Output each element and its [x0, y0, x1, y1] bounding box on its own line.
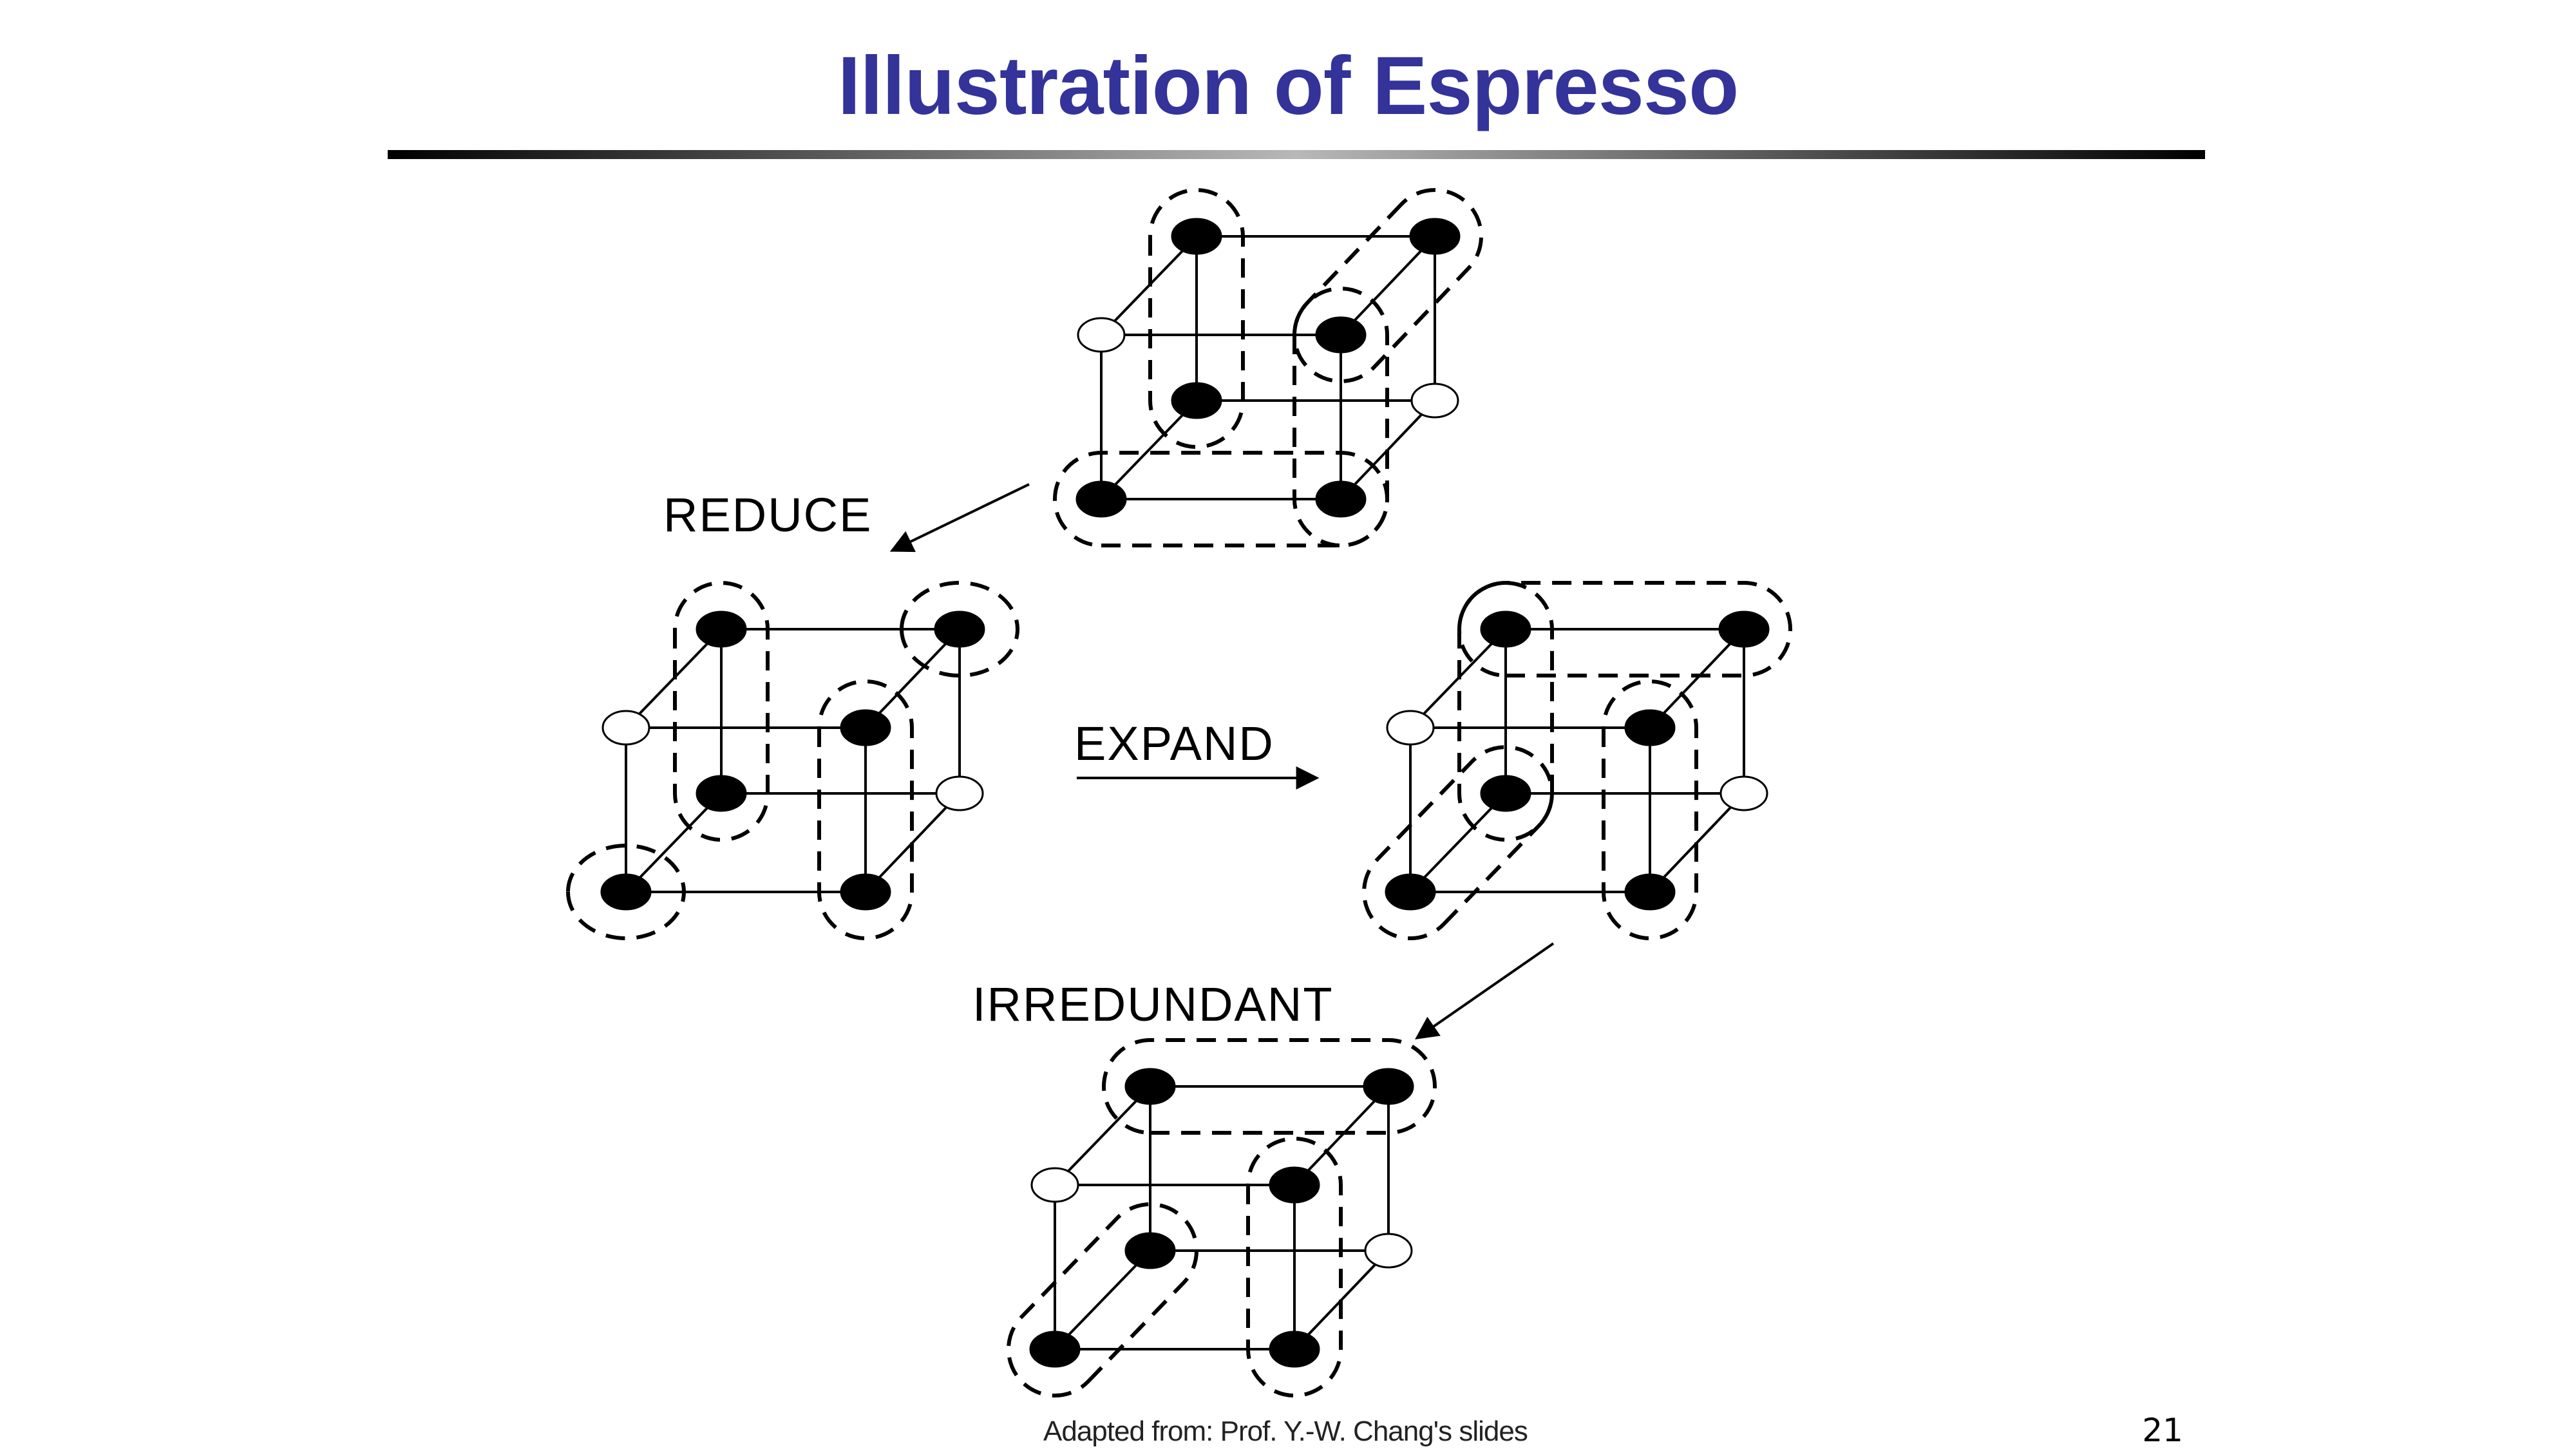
page-number: 21: [2142, 1412, 2183, 1449]
cube-edge: [1649, 628, 1745, 729]
grouping-ring: [1293, 188, 1483, 383]
minterm-filled-G: [1315, 480, 1367, 518]
minterm-filled-B: [934, 611, 985, 648]
minterm-filled-F: [1624, 709, 1676, 746]
minterm-filled-B: [1363, 1068, 1414, 1105]
minterm-filled-B: [1409, 218, 1461, 255]
grouping-ring: [1148, 188, 1245, 449]
minterm-filled-D: [696, 775, 747, 812]
minterm-filled-C: [600, 873, 652, 911]
minterm-filled-A: [1171, 218, 1222, 255]
grouping-ring: [1102, 1038, 1437, 1135]
footer-credit: Adapted from: Prof. Y.-W. Chang's slides: [1043, 1416, 1528, 1447]
grouping-ring: [673, 581, 770, 842]
minterm-empty-E: [1077, 317, 1126, 353]
cube-edge: [1100, 399, 1198, 500]
grouping-ring: [1457, 581, 1792, 677]
cube-reduced: [565, 581, 1020, 940]
minterm-filled-D: [1124, 1232, 1176, 1269]
minterm-filled-C: [1075, 480, 1127, 518]
cube-edge: [625, 792, 723, 893]
grouping-ring: [899, 581, 1020, 677]
grouping-ring: [1602, 679, 1698, 940]
cube-edge: [1340, 235, 1436, 336]
minterm-empty-H: [935, 775, 984, 811]
reduce-arrow: [889, 483, 1030, 553]
minterm-filled-F: [1315, 316, 1367, 354]
grouping-ring: [1053, 451, 1389, 547]
grouping-ring: [1246, 1137, 1343, 1397]
minterm-filled-F: [840, 709, 891, 746]
reduce-label: REDUCE: [663, 488, 872, 542]
minterm-empty-E: [1386, 710, 1435, 746]
minterm-filled-G: [1624, 873, 1676, 911]
slide-title: Illustration of Espresso: [837, 40, 1739, 132]
minterm-filled-G: [840, 873, 891, 911]
minterm-filled-A: [696, 611, 747, 648]
expand-label: EXPAND: [1074, 717, 1274, 770]
cube-edge: [1054, 1249, 1151, 1350]
minterm-filled-C: [1029, 1331, 1081, 1368]
minterm-filled-F: [1269, 1166, 1320, 1204]
minterm-filled-A: [1480, 611, 1531, 648]
minterm-empty-H: [1410, 383, 1459, 419]
minterm-empty-E: [1030, 1167, 1079, 1203]
minterm-empty-H: [1719, 775, 1768, 811]
cube-expanded: [1362, 581, 1792, 940]
irredundant-arrow: [1415, 942, 1555, 1040]
cube-edge: [1293, 1085, 1390, 1186]
irredundant-label: IRREDUNDANT: [972, 978, 1334, 1031]
grouping-ring: [1362, 745, 1554, 940]
cube-edge: [1409, 792, 1507, 893]
cube-initial: [1053, 188, 1483, 547]
minterm-filled-B: [1718, 611, 1770, 648]
cube-irredundant: [1007, 1038, 1437, 1397]
cube-edge: [1054, 1085, 1151, 1186]
minterm-filled-D: [1480, 775, 1531, 812]
minterm-filled-D: [1171, 382, 1222, 419]
minterm-empty-H: [1364, 1233, 1413, 1269]
grouping-ring: [565, 844, 687, 940]
minterm-filled-C: [1385, 873, 1436, 911]
minterm-filled-A: [1124, 1068, 1176, 1105]
minterm-filled-G: [1269, 1331, 1320, 1368]
minterm-empty-E: [601, 710, 650, 746]
grouping-ring: [1007, 1202, 1198, 1397]
grouping-ring: [817, 679, 914, 940]
cube-edge: [864, 628, 961, 729]
